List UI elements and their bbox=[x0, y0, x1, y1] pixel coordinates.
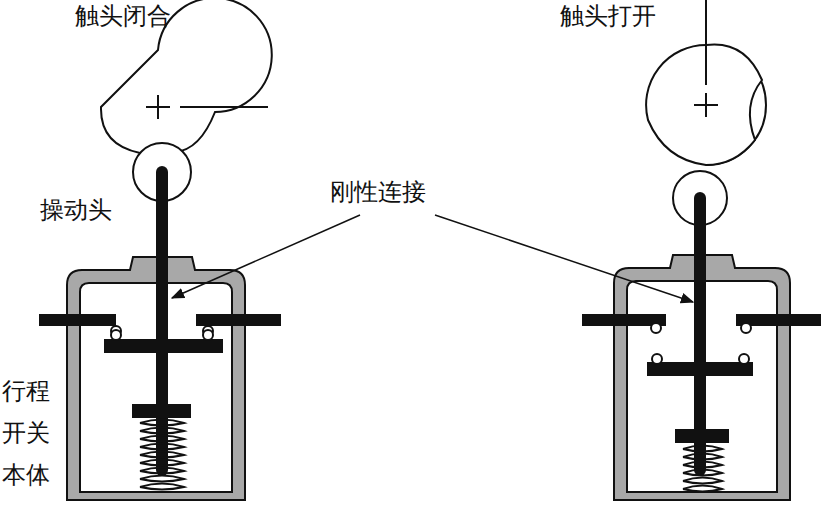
spring-coil bbox=[140, 444, 184, 450]
spring-coil bbox=[140, 484, 184, 490]
spring-coil bbox=[683, 486, 722, 492]
part-name: 刚性连接 bbox=[330, 178, 426, 207]
part-name: 行程 开关 本体 bbox=[2, 370, 52, 496]
spring-coil bbox=[683, 446, 722, 452]
leader-line bbox=[172, 215, 360, 298]
state-label: 触头闭合 bbox=[75, 2, 171, 31]
state-label: 触头打开 bbox=[560, 2, 656, 31]
spring-coil bbox=[140, 428, 184, 434]
spring-coil bbox=[140, 460, 184, 466]
left-switch bbox=[40, 0, 280, 500]
leader-line bbox=[435, 215, 693, 302]
spring-coil bbox=[140, 420, 184, 426]
spring-coil bbox=[683, 478, 722, 484]
spring-coil bbox=[140, 476, 184, 482]
spring-coil bbox=[683, 470, 722, 476]
right-switch bbox=[583, 0, 820, 500]
part-name: 操动头 bbox=[40, 196, 112, 225]
spring-coil bbox=[683, 454, 722, 460]
spring-coil bbox=[140, 452, 184, 458]
spring-coil bbox=[683, 462, 722, 468]
spring-coil bbox=[140, 436, 184, 442]
spring-coil bbox=[140, 468, 184, 474]
